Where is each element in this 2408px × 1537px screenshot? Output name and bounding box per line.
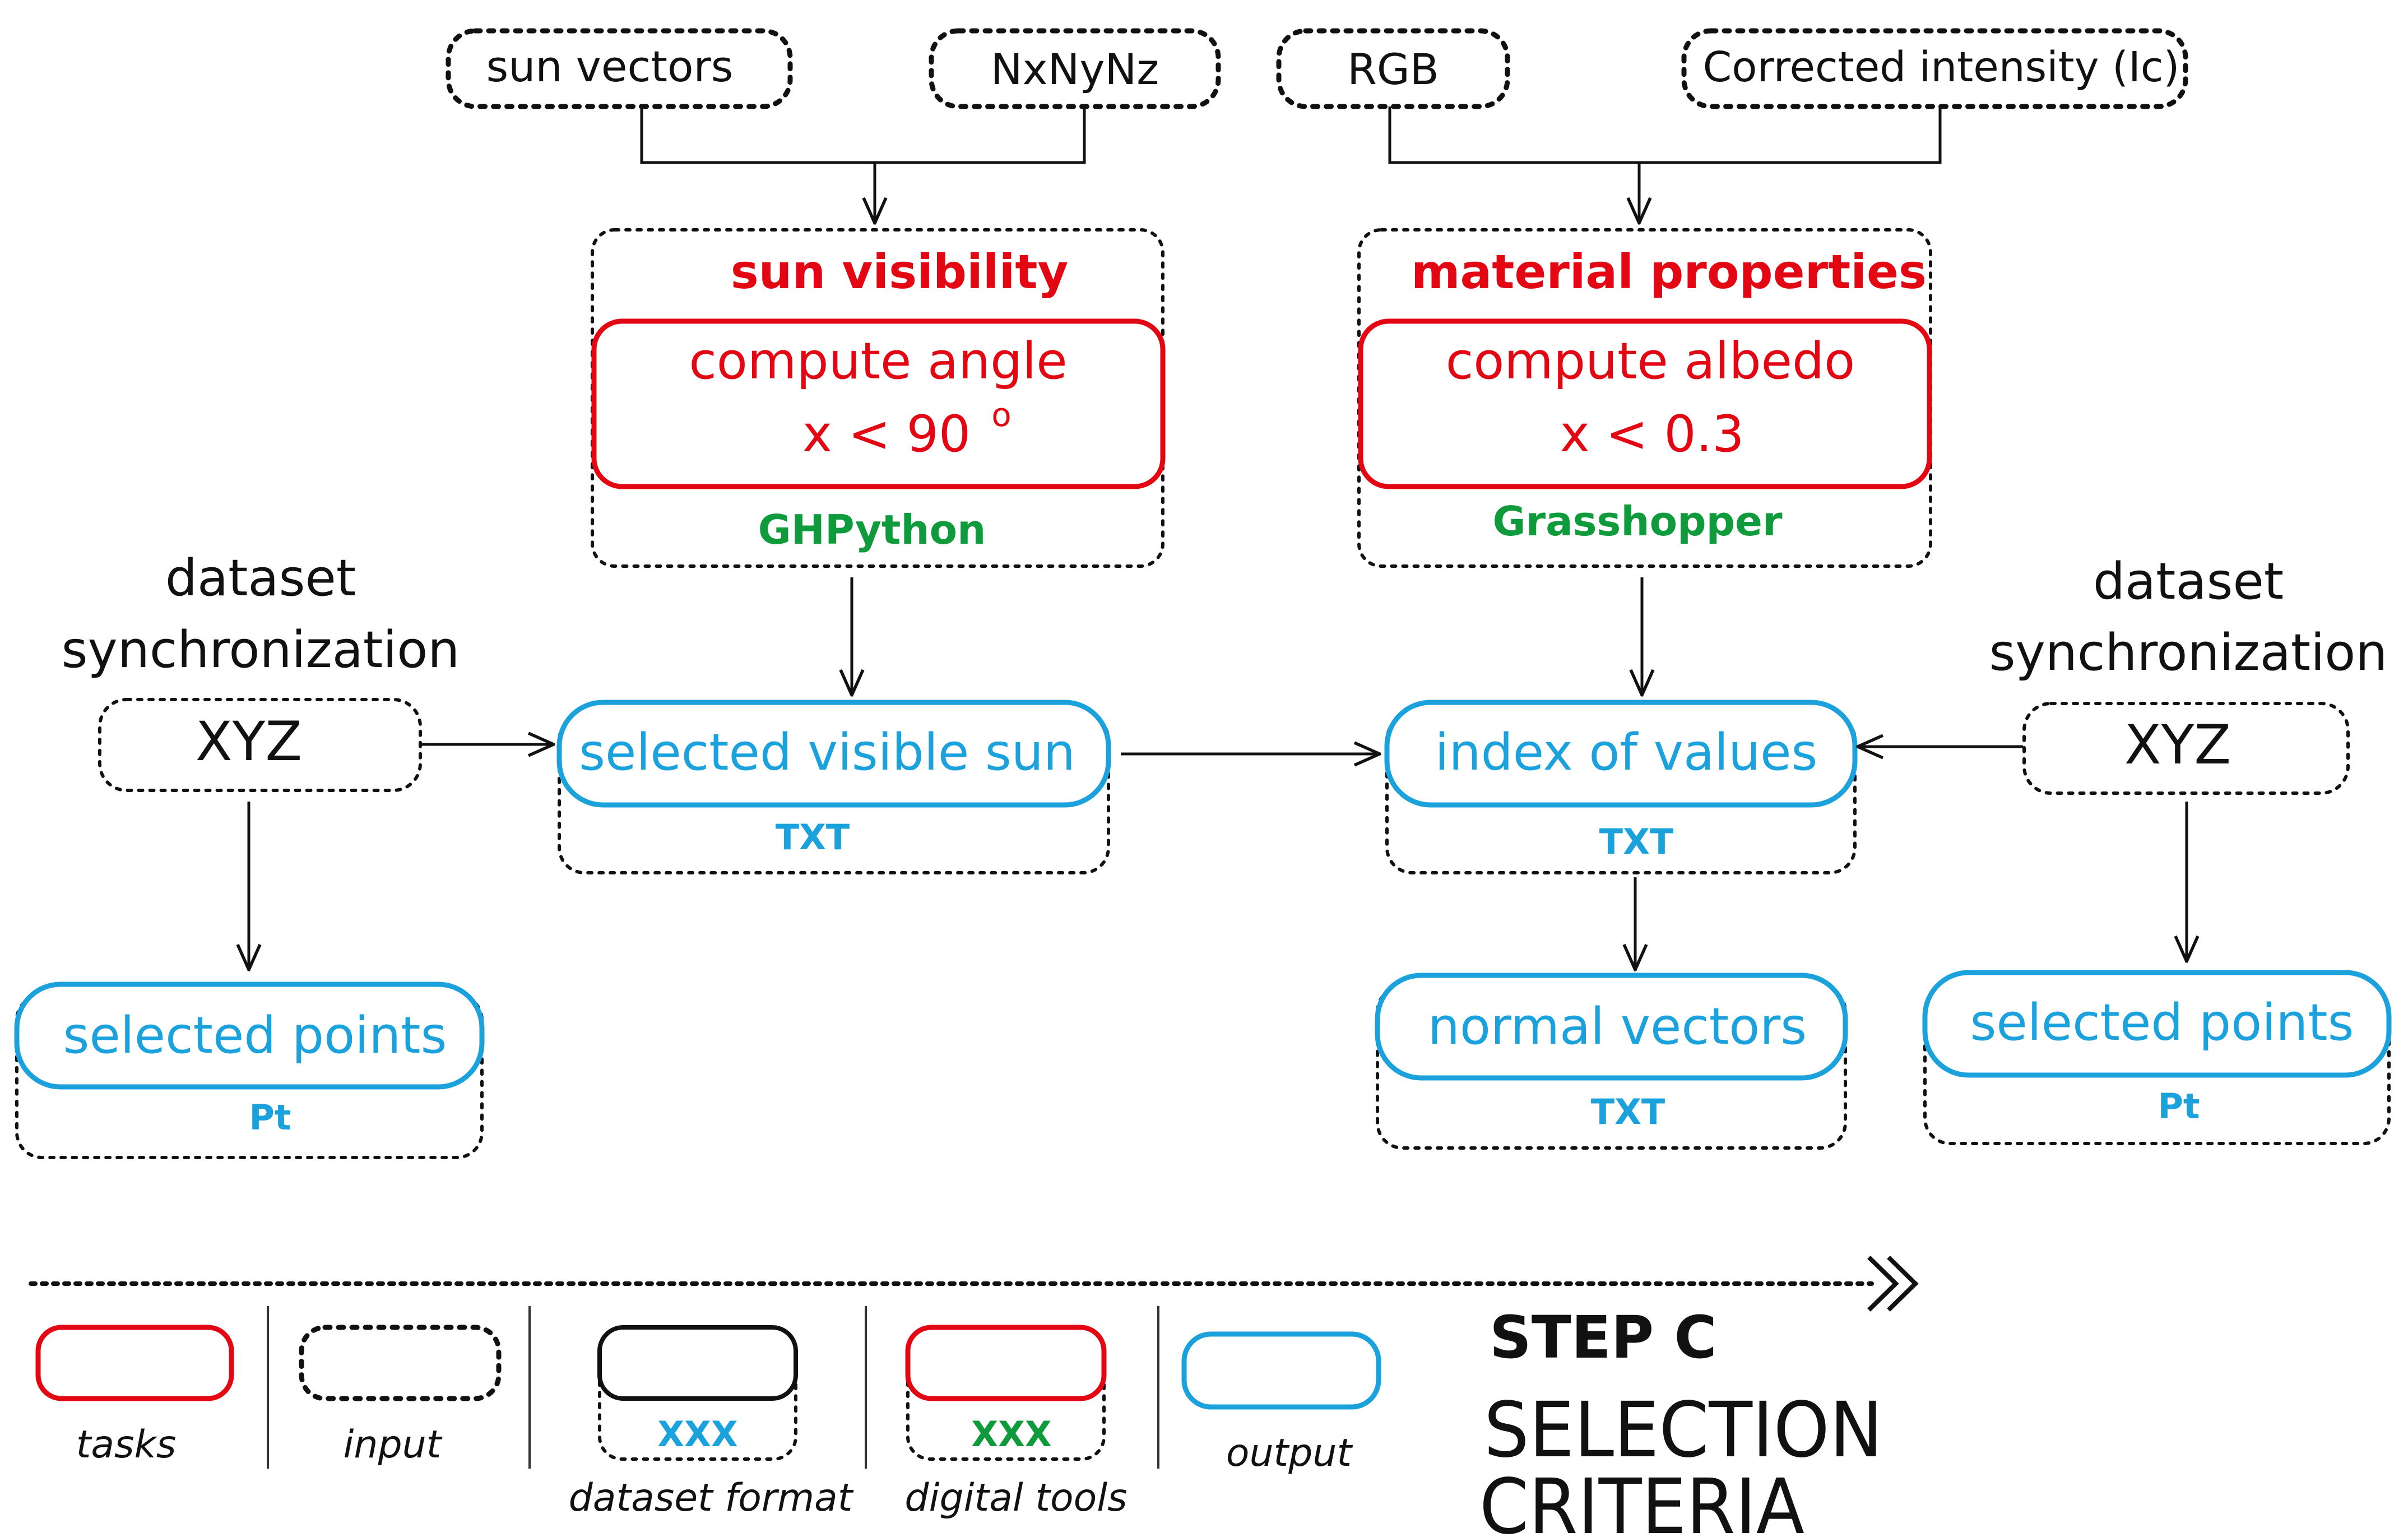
input-nxnynz: NxNyNz [929, 28, 1221, 109]
left-xyz-label: XYZ [196, 710, 302, 773]
legend-tools-sample: XXX [971, 1414, 1051, 1455]
material-properties-group: material properties compute albedo x < 0… [1357, 228, 1932, 568]
legend-digital-tools: XXX digital tools [904, 1325, 1128, 1520]
normal-vectors-label: normal vectors [1428, 997, 1807, 1056]
index-of-values-label: index of values [1435, 723, 1818, 782]
material-properties-title: material properties [1411, 244, 1927, 299]
angle-condition-label: x < 90 [802, 405, 971, 464]
selected-visible-sun-output: selected visible sun TXT [556, 700, 1111, 874]
legend-output: output [1181, 1331, 1381, 1475]
step-label: STEP C [1490, 1303, 1717, 1372]
legend-tasks-label: tasks [76, 1423, 177, 1467]
nxnynz-label: NxNyNz [991, 44, 1159, 94]
normal-vectors-output: normal vectors TXT [1375, 973, 1848, 1150]
right-xyz-label: XYZ [2124, 714, 2231, 776]
albedo-condition-label: x < 0.3 [1560, 405, 1744, 464]
index-of-values-format: TXT [1599, 821, 1673, 862]
left-selected-points-output: selected points Pt [14, 982, 485, 1159]
normal-vectors-format: TXT [1591, 1091, 1665, 1132]
selected-visible-sun-label: selected visible sun [579, 723, 1075, 782]
step-title-line1: SELECTION [1484, 1386, 1883, 1475]
degree-symbol: o [991, 396, 1012, 434]
legend-dataset-format: XXX dataset format [569, 1325, 854, 1520]
selected-visible-sun-format: TXT [776, 817, 850, 858]
connector-material-inputs [1388, 107, 1942, 223]
compute-albedo-label: compute albedo [1446, 332, 1855, 391]
legend-input-label: input [344, 1423, 443, 1467]
left-points-format: Pt [249, 1097, 291, 1138]
right-selected-points-output: selected points Pt [1922, 970, 2392, 1145]
right-sync-label-line1: dataset [2093, 552, 2284, 611]
sun-visibility-title: sun visibility [731, 244, 1069, 299]
input-sun-vectors: sun vectors [446, 28, 793, 109]
compute-albedo-task [1358, 318, 1932, 489]
legend-format-sample: XXX [657, 1414, 737, 1455]
rgb-label: RGB [1347, 44, 1439, 94]
right-dataset-synchronization: dataset synchronization XYZ [1989, 552, 2388, 795]
legend-tasks: tasks [35, 1325, 234, 1467]
legend-separators [267, 1306, 1159, 1469]
legend-input: input [299, 1325, 502, 1467]
legend-output-label: output [1226, 1431, 1353, 1475]
input-rgb: RGB [1276, 28, 1510, 109]
right-selected-points-label: selected points [1970, 993, 2354, 1052]
compute-angle-label: compute angle [689, 332, 1067, 391]
sun-visibility-group: sun visibility compute angle x < 90 o GH… [591, 228, 1166, 568]
legend-dataset-format-label: dataset format [569, 1476, 854, 1520]
left-sync-label-line2: synchronization [62, 621, 460, 679]
right-sync-label-line2: synchronization [1989, 623, 2388, 682]
process-timeline-arrow [29, 1256, 1919, 1312]
sun-vectors-label: sun vectors [486, 41, 734, 91]
grasshopper-tool-label: Grasshopper [1492, 498, 1783, 545]
left-dataset-synchronization: dataset synchronization XYZ [62, 549, 460, 792]
ghpython-tool-label: GHPython [758, 506, 986, 553]
step-title-line2: CRITERIA [1479, 1463, 1804, 1537]
compute-angle-task [591, 318, 1166, 489]
step-title: STEP C SELECTION CRITERIA [1479, 1303, 1883, 1537]
legend-digital-tools-label: digital tools [904, 1476, 1127, 1520]
right-points-format: Pt [2158, 1086, 2200, 1127]
left-sync-label-line1: dataset [165, 549, 356, 608]
left-selected-points-label: selected points [63, 1006, 447, 1065]
connector-sun-inputs [640, 107, 1086, 223]
corrected-intensity-label: Corrected intensity (Ic) [1703, 43, 2180, 91]
input-corrected-intensity: Corrected intensity (Ic) [1681, 28, 2188, 109]
index-of-values-output: index of values TXT [1384, 700, 1858, 874]
